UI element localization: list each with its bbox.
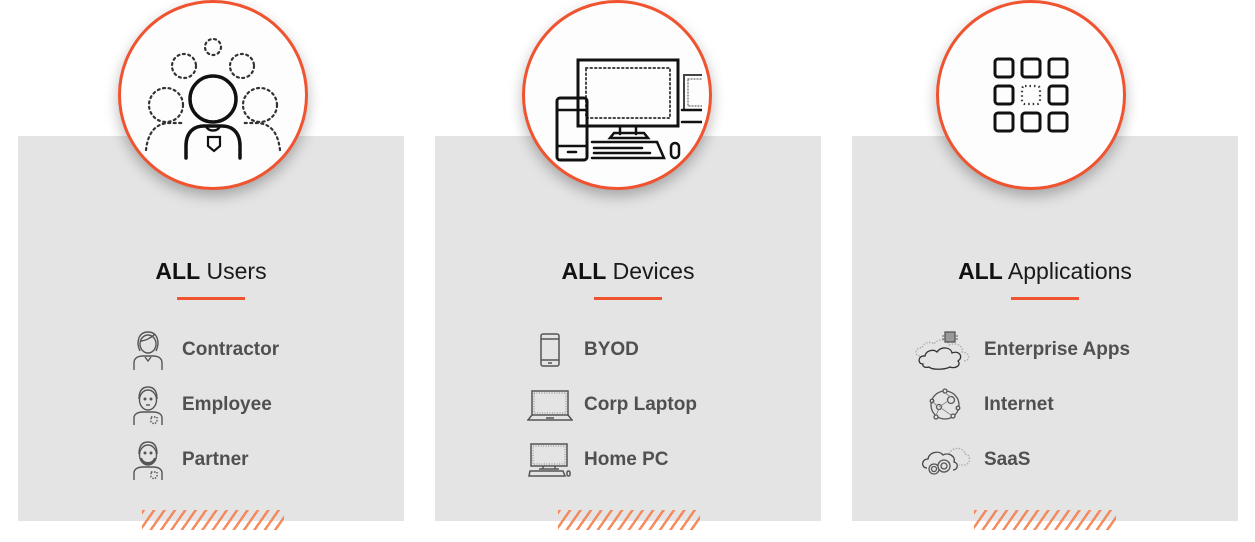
- users-title-bold: ALL: [155, 258, 201, 284]
- list-item-home-pc: Home PC: [524, 437, 668, 483]
- list-item-internet: Internet: [914, 382, 1054, 428]
- applications-card: [852, 136, 1238, 521]
- users-hatch-decoration: [142, 510, 284, 530]
- applications-title-underline: [1011, 297, 1079, 300]
- list-item-byod: BYOD: [524, 327, 639, 373]
- devices-card: [435, 136, 821, 521]
- list-item-employee: Employee: [122, 382, 272, 428]
- enterprise-apps-label: Enterprise Apps: [984, 339, 1131, 360]
- list-item-contractor: Contractor: [122, 327, 279, 373]
- applications-title-rest: Applications: [1007, 258, 1132, 284]
- corp-laptop-label: Corp Laptop: [584, 394, 697, 415]
- desktop-pc-icon: [524, 437, 576, 483]
- applications-hatch-decoration: [974, 510, 1116, 530]
- laptop-icon: [524, 382, 576, 428]
- partner-label: Partner: [182, 449, 249, 470]
- home-pc-label: Home PC: [584, 449, 669, 470]
- partner-person-icon: [122, 437, 174, 483]
- users-group-icon: [144, 37, 282, 160]
- contractor-label: Contractor: [182, 339, 280, 360]
- employee-label: Employee: [182, 394, 272, 415]
- list-item-saas: SaaS: [914, 437, 1030, 483]
- applications-hero-circle: [936, 0, 1126, 190]
- globe-network-icon: [914, 382, 976, 428]
- users-card: [18, 136, 404, 521]
- users-title-underline: [177, 297, 245, 300]
- list-item-partner: Partner: [122, 437, 249, 483]
- smartphone-icon: [524, 327, 576, 373]
- devices-title: ALL Devices: [435, 258, 821, 285]
- saas-label: SaaS: [984, 449, 1031, 470]
- devices-title-bold: ALL: [561, 258, 607, 284]
- byod-label: BYOD: [584, 339, 639, 360]
- devices-icon: [555, 58, 702, 162]
- internet-label: Internet: [984, 394, 1054, 415]
- list-item-enterprise-apps: Enterprise Apps: [914, 327, 1130, 373]
- contractor-person-icon: [122, 327, 174, 373]
- employee-person-icon: [122, 382, 174, 428]
- cloud-server-icon: [914, 327, 976, 373]
- applications-title-bold: ALL: [958, 258, 1003, 284]
- users-hero-circle: [118, 0, 308, 190]
- devices-hero-circle: [522, 0, 712, 190]
- users-title: ALL Users: [18, 258, 404, 285]
- applications-title: ALL Applications: [852, 258, 1238, 285]
- devices-hatch-decoration: [558, 510, 700, 530]
- app-grid-icon: [993, 57, 1069, 133]
- saas-cloud-icon: [914, 437, 976, 483]
- list-item-corp-laptop: Corp Laptop: [524, 382, 697, 428]
- devices-title-underline: [594, 297, 662, 300]
- users-title-rest: Users: [206, 258, 267, 284]
- devices-title-rest: Devices: [612, 258, 695, 284]
